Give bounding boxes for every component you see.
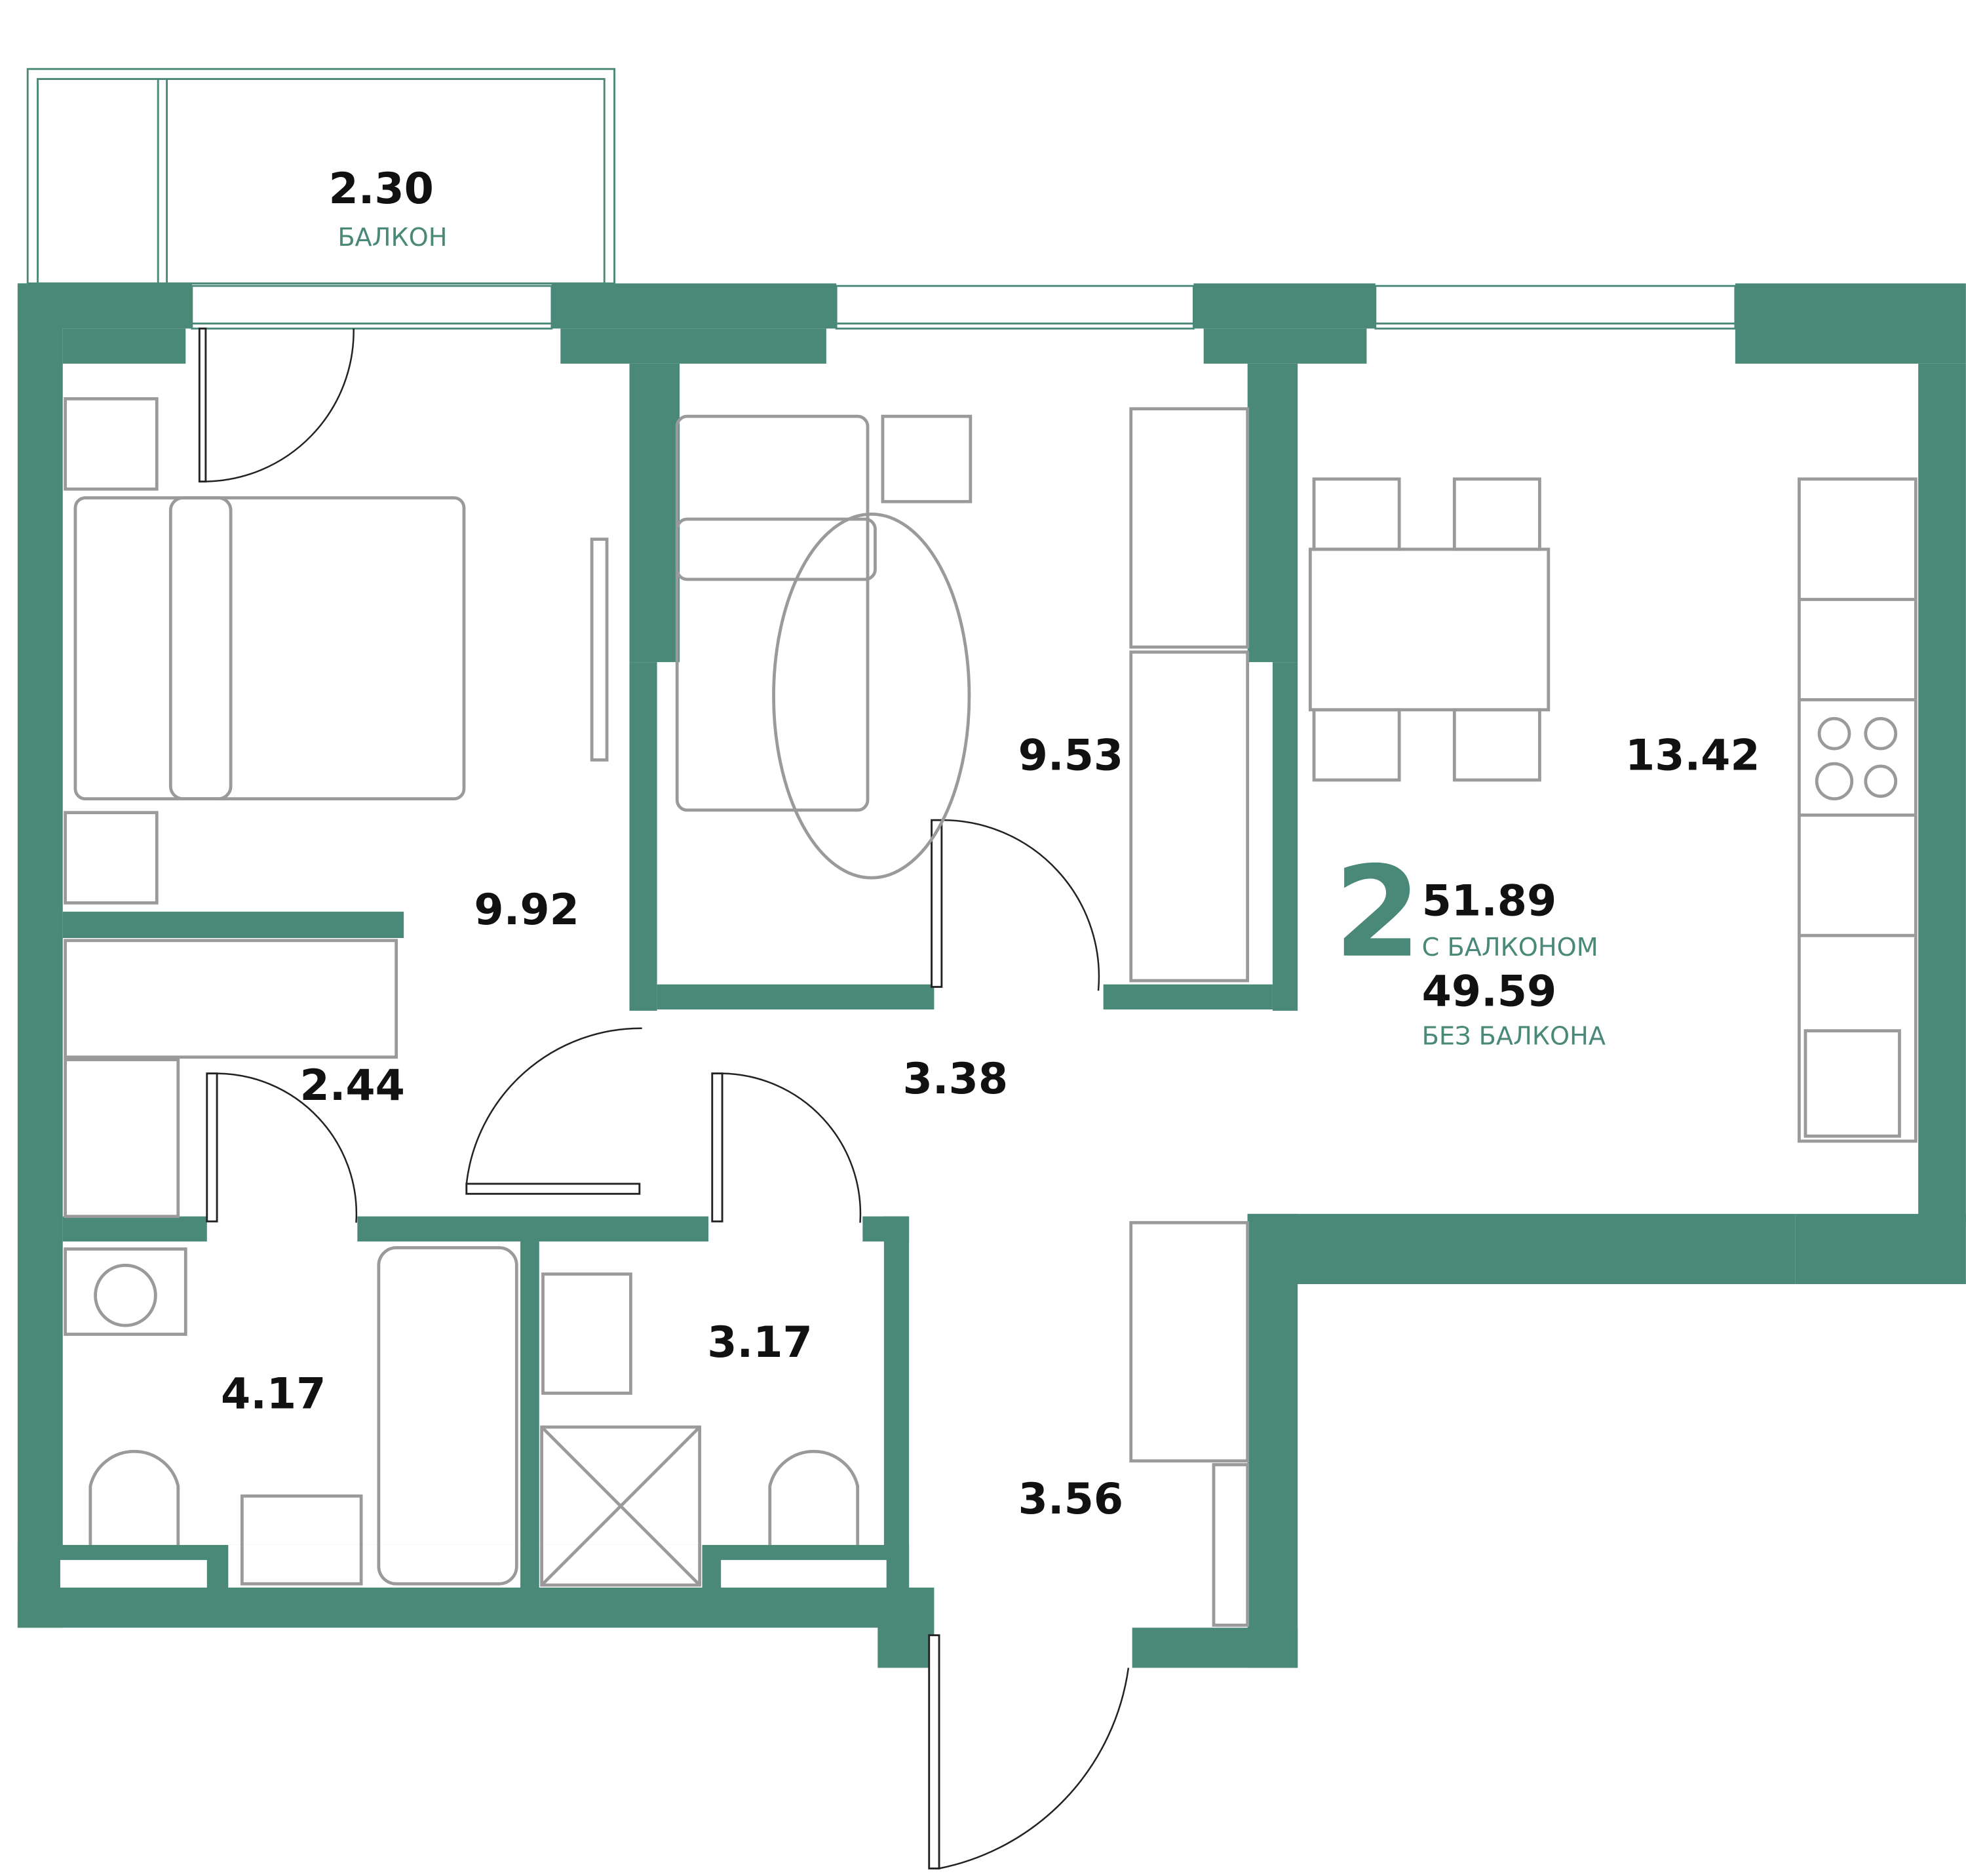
total-with-balcony: 51.89 [1422, 877, 1557, 926]
balcony [26, 68, 615, 284]
balcony-area: 2.30 [328, 165, 433, 214]
wardrobe-area: 2.44 [299, 1061, 404, 1110]
doors [198, 327, 1130, 1869]
furniture [64, 397, 1918, 1627]
room2-area: 9.53 [1018, 732, 1123, 781]
bedroom-area: 9.92 [474, 886, 579, 935]
entrance-area: 3.56 [1018, 1475, 1123, 1524]
shower-area: 3.17 [707, 1318, 812, 1367]
bathroom-area: 4.17 [221, 1369, 326, 1418]
rooms-count: 2 [1334, 840, 1421, 986]
total-without-balcony: 49.59 [1422, 967, 1557, 1016]
kitchen-area: 13.42 [1625, 732, 1760, 781]
balcony-label: БАЛКОН [337, 223, 447, 252]
total-without-balcony-label: БЕЗ БАЛКОНА [1422, 1022, 1606, 1051]
walls [17, 283, 1966, 1668]
windows [191, 284, 1737, 330]
total-with-balcony-label: С БАЛКОНОМ [1422, 933, 1598, 962]
hall-area: 3.38 [903, 1055, 1008, 1104]
